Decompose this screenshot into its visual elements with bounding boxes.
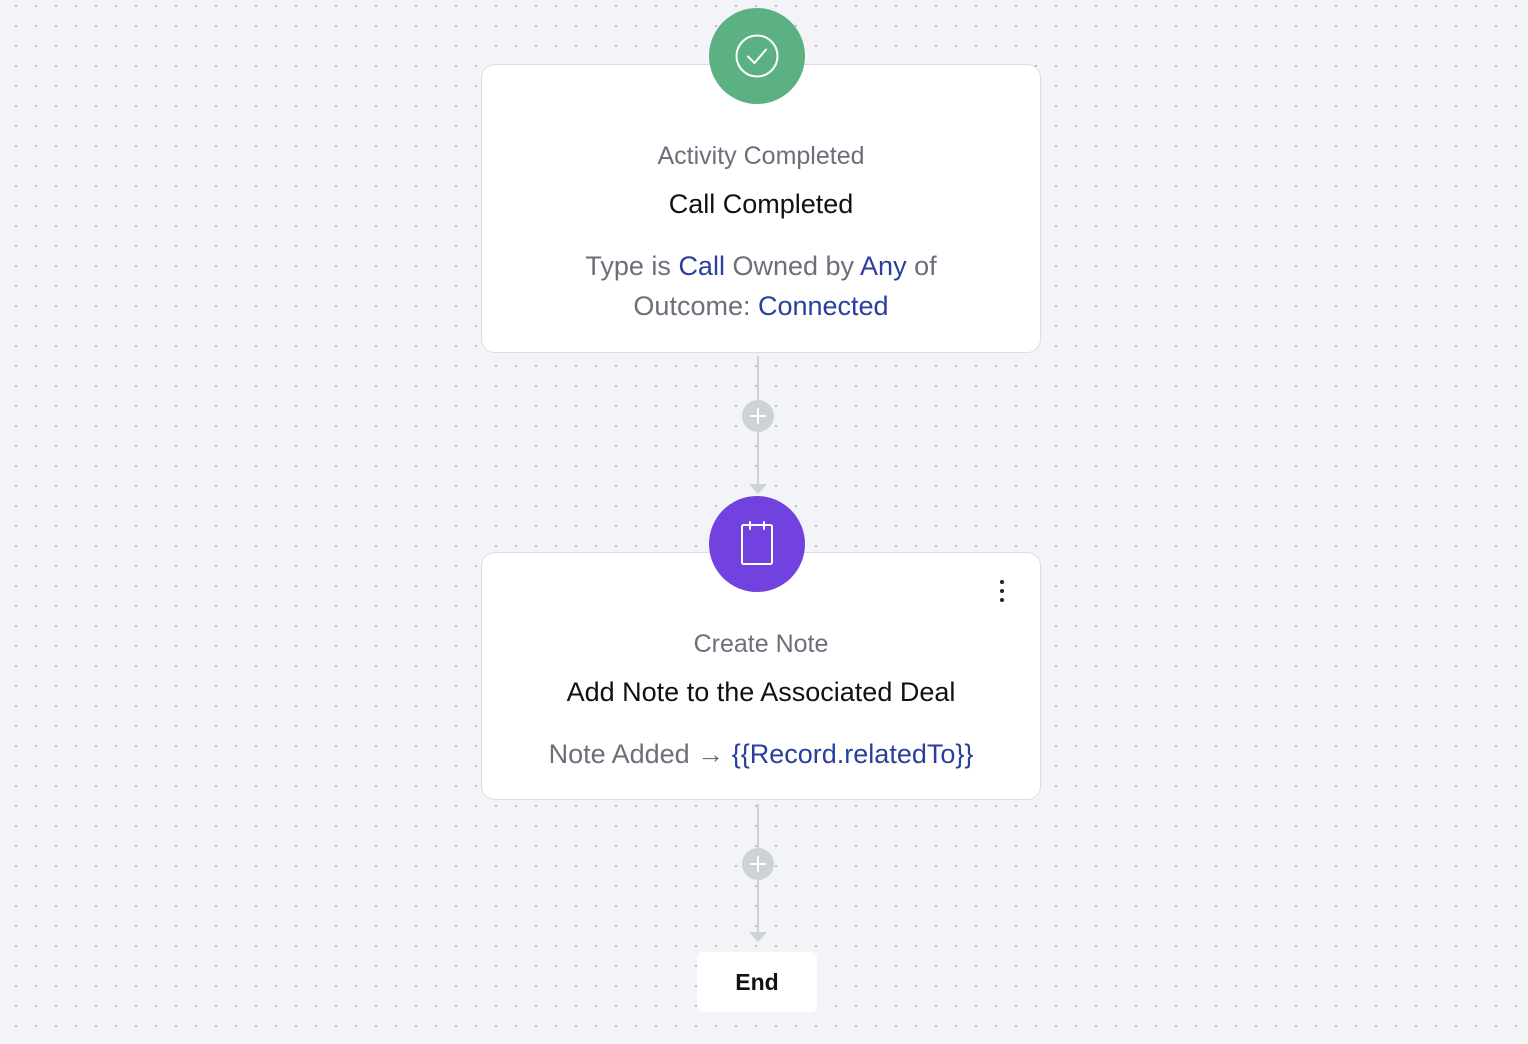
add-step-button[interactable]	[742, 848, 774, 880]
more-dot	[1000, 589, 1004, 593]
connector-arrow	[749, 484, 767, 494]
action-card[interactable]: Create Note Add Note to the Associated D…	[481, 552, 1041, 800]
action-detail-value: {{Record.relatedTo}}	[731, 739, 974, 769]
add-step-button[interactable]	[742, 400, 774, 432]
type-prefix: Type is	[585, 251, 679, 281]
action-detail: Note Added → {{Record.relatedTo}}	[482, 734, 1040, 774]
type-value: Call	[678, 251, 725, 281]
owner-value: Any	[860, 251, 907, 281]
connector-arrow	[749, 932, 767, 942]
outcome-prefix: Outcome:	[633, 291, 758, 321]
more-dot	[1000, 580, 1004, 584]
action-title: Add Note to the Associated Deal	[566, 677, 956, 707]
of-text: of	[906, 251, 937, 281]
more-dot	[1000, 598, 1004, 602]
note-icon	[741, 521, 773, 565]
action-detail-prefix: Note Added	[548, 739, 698, 769]
more-options-button[interactable]	[990, 575, 1014, 607]
action-node-circle	[709, 496, 805, 592]
trigger-conditions-line-2: Outcome: Connected	[482, 286, 1040, 326]
outcome-value: Connected	[757, 291, 889, 321]
end-node: End	[697, 952, 817, 1012]
trigger-title: Call Completed	[668, 189, 854, 219]
trigger-conditions-line-1: Type is Call Owned by Any of	[482, 246, 1040, 286]
trigger-card[interactable]: Activity Completed Call Completed Type i…	[481, 64, 1041, 353]
trigger-category: Activity Completed	[657, 142, 865, 170]
plus-icon	[750, 408, 766, 424]
trigger-conditions: Type is Call Owned by Any of Outcome: Co…	[482, 246, 1040, 326]
check-circle-icon	[735, 34, 779, 78]
arrow-right-icon: →	[697, 739, 725, 769]
plus-icon	[750, 856, 766, 872]
action-category: Create Note	[693, 630, 829, 658]
trigger-node-circle	[709, 8, 805, 104]
owner-prefix: Owned by	[724, 251, 861, 281]
